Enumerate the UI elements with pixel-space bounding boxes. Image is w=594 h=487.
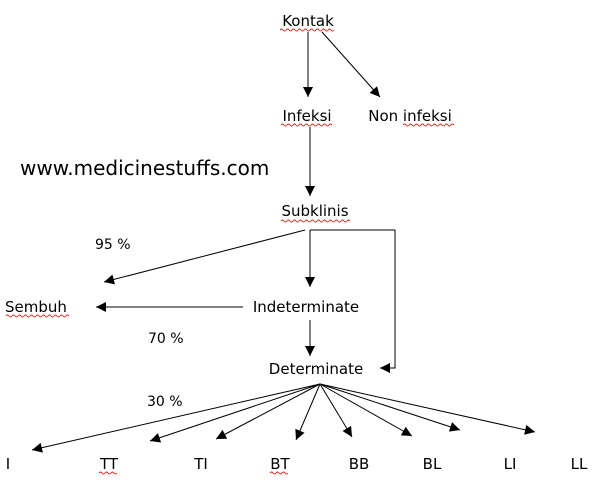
type-ti: TI [193,455,208,473]
percent-70: 70 % [148,331,184,347]
node-kontak: Kontak [282,12,334,30]
edge-determinate-ti [215,383,321,440]
type-tt: TT [99,455,119,473]
type-bl: BL [423,455,442,473]
type-li: LI [504,455,517,473]
node-non-infeksi: Non infeksi [368,107,452,125]
node-determinate: Determinate [269,360,363,378]
spellcheck-infeksi [280,123,333,127]
spellcheck-subklinis [280,219,351,223]
edge-kontak-non-infeksi [321,31,381,98]
fanout-edges [31,383,536,453]
edge-determinate-i [31,383,321,453]
edge-determinate-bb [319,383,353,438]
spellcheck-non-infeksi [402,123,455,127]
node-indeterminate: Indeterminate [253,298,359,316]
node-subklinis: Subklinis [281,202,348,220]
percent-95: 95 % [95,237,131,253]
watermark: www.medicinestuffs.com [20,156,269,180]
type-bb: BB [349,455,370,473]
edge-subklinis-sembuh [103,229,306,285]
node-infeksi: Infeksi [282,107,331,125]
spellcheck-bt [269,471,289,475]
leprosy-types: I TT TI BT BB BL LI LL [6,455,588,475]
percent-30: 30 % [147,394,183,410]
type-bt: BT [270,455,290,473]
spellcheck-sembuh [5,314,70,318]
spellcheck-tt [98,471,118,475]
type-ll: LL [571,455,588,473]
node-sembuh: Sembuh [5,298,67,316]
spellcheck-kontak [279,28,335,32]
edge-determinate-tt [149,383,321,443]
edge-determinate-bt [295,383,321,441]
edge-determinate-ll [319,383,536,435]
type-i: I [6,455,10,473]
edge-subklinis-determinate [310,229,396,373]
edge-determinate-li [319,383,461,432]
edge-determinate-bl [319,383,413,437]
